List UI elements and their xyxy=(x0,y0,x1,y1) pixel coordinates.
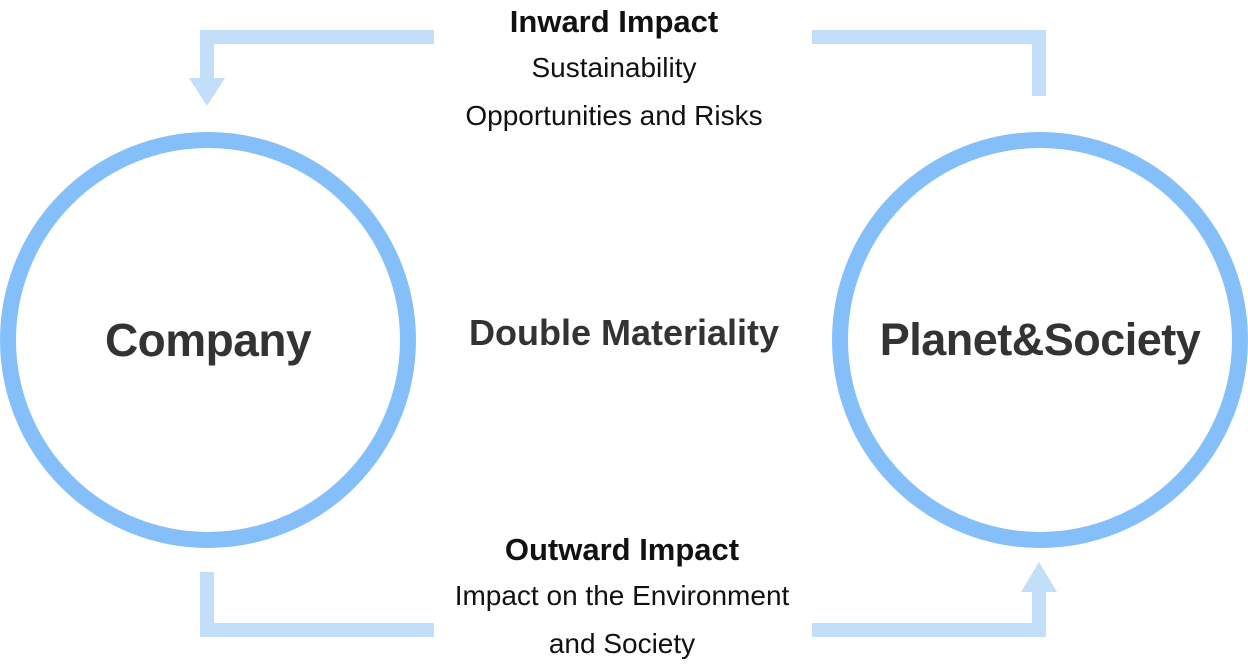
planet-society-circle: Planet&Society xyxy=(832,132,1248,548)
outward-arrowhead-icon xyxy=(1021,562,1057,592)
double-materiality-label: Double Materiality xyxy=(468,312,780,353)
outward-impact-block: Outward Impact Impact on the Environment… xyxy=(422,528,822,668)
inward-impact-block: Inward Impact Sustainability Opportuniti… xyxy=(414,0,814,140)
outward-impact-line-2: and Society xyxy=(548,628,696,659)
planet-society-label: Planet&Society xyxy=(879,314,1201,365)
inward-impact-line-1: Sustainability xyxy=(531,52,697,83)
outward-arrow-line xyxy=(200,572,1046,637)
company-circle: Company xyxy=(0,132,416,548)
inward-impact-title: Inward Impact xyxy=(509,4,719,39)
outward-impact-line-1: Impact on the Environment xyxy=(454,580,790,611)
inward-arrowhead-icon xyxy=(189,78,225,106)
company-label: Company xyxy=(104,314,312,366)
inward-impact-line-2: Opportunities and Risks xyxy=(465,100,763,131)
inward-arrow-line xyxy=(200,30,1046,96)
outward-impact-title: Outward Impact xyxy=(504,532,740,567)
